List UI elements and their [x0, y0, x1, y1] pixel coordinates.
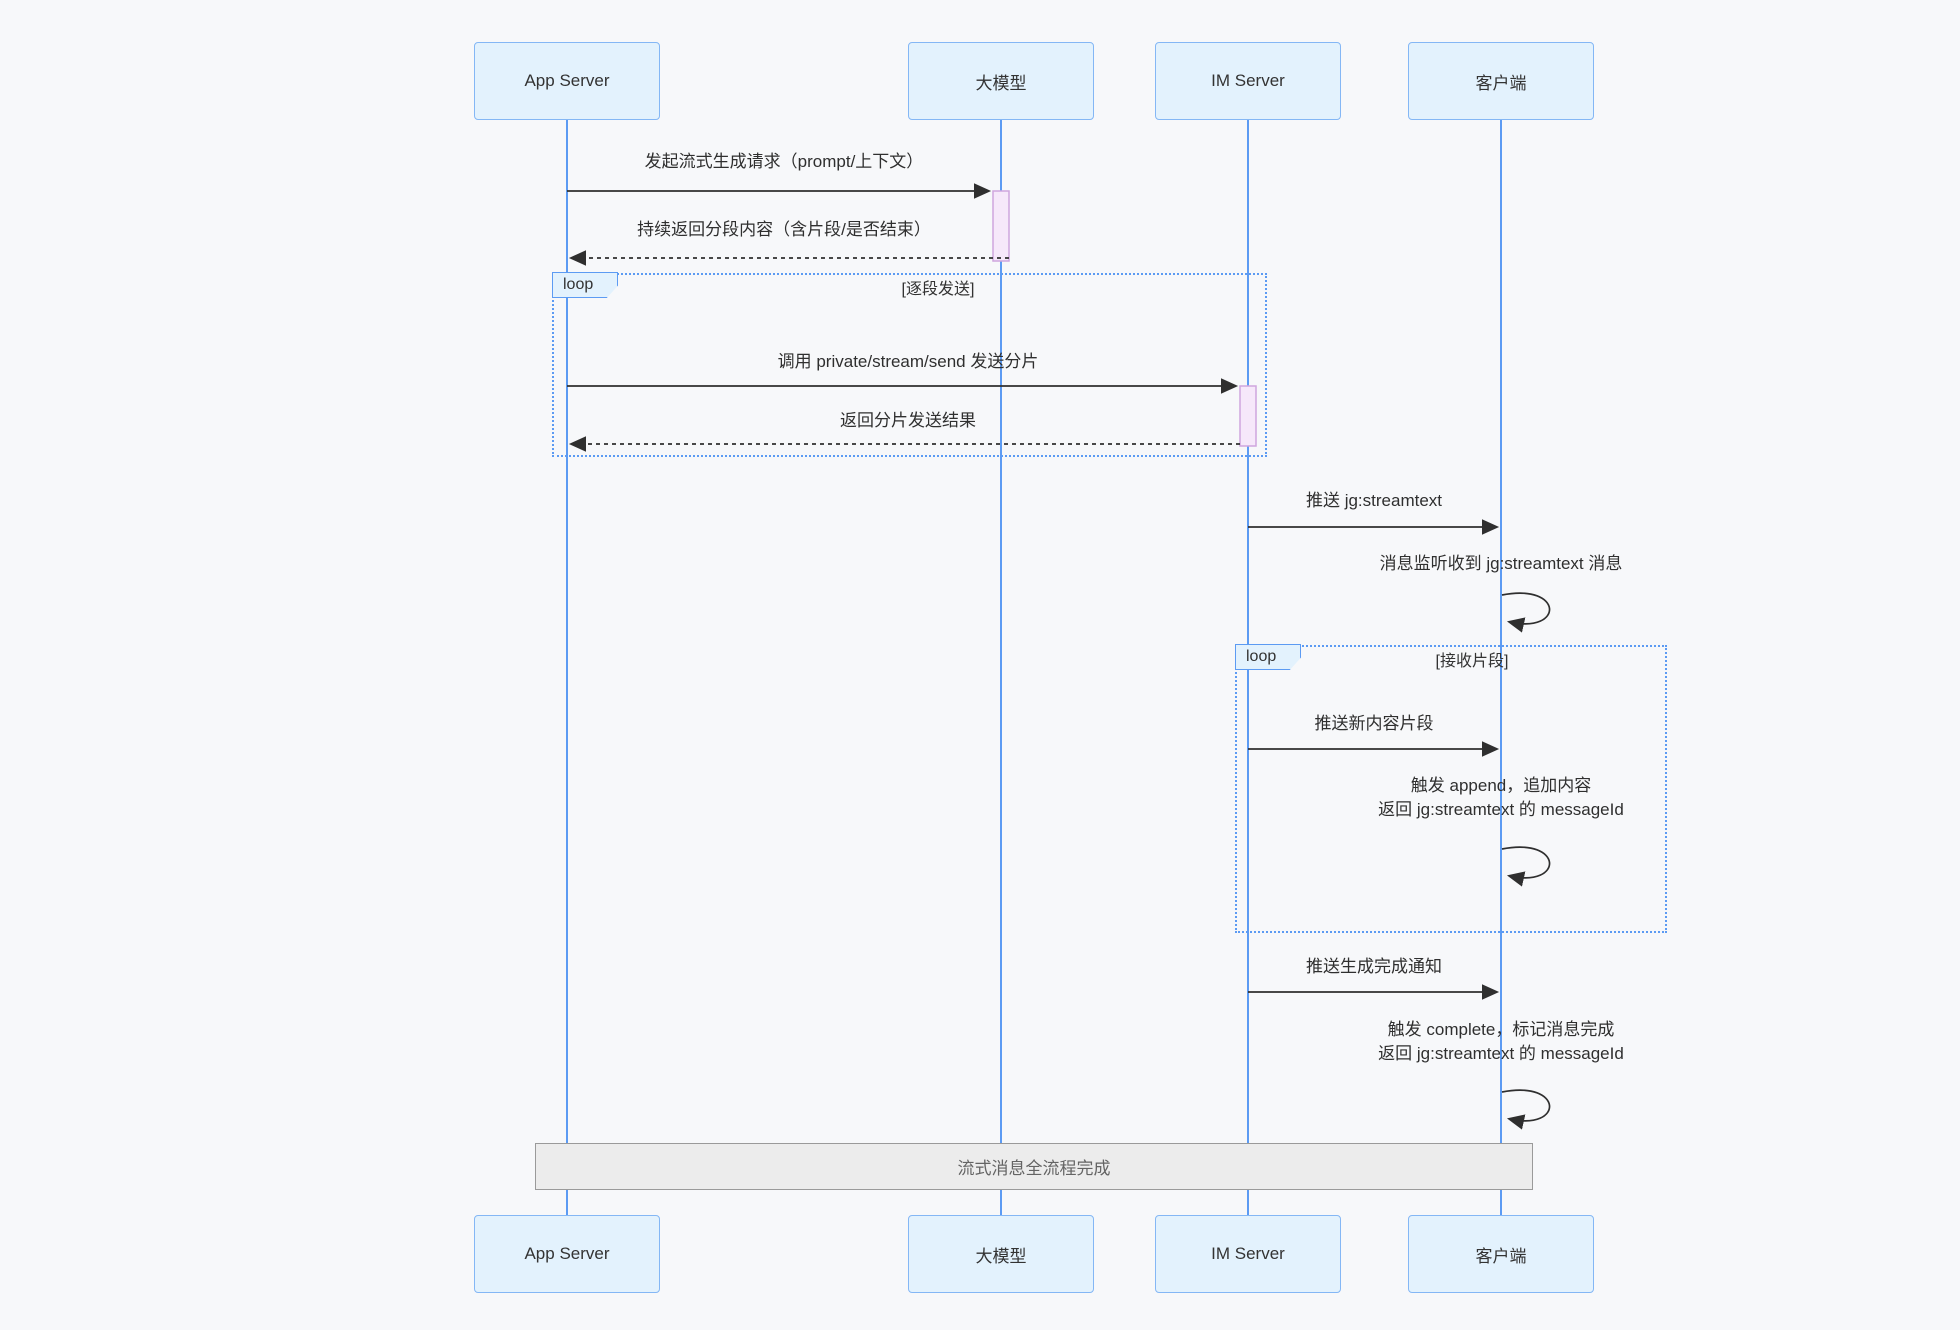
participant-app-server-top: App Server [474, 42, 660, 120]
participant-llm-bottom: 大模型 [908, 1215, 1094, 1293]
participant-im-server-top: IM Server [1155, 42, 1341, 120]
message-trigger-complete: 触发 complete，标记消息完成 返回 jg:streamtext 的 me… [1378, 1018, 1624, 1066]
message-call-stream-send: 调用 private/stream/send 发送分片 [777, 352, 1039, 371]
participant-client-top: 客户端 [1408, 42, 1594, 120]
message-trigger-complete-line1: 触发 complete，标记消息完成 [1387, 1020, 1615, 1039]
loop-condition-send-segments: [逐段发送] [901, 281, 975, 298]
self-arrow-m8 [1501, 846, 1551, 887]
message-return-send-result: 返回分片发送结果 [840, 411, 976, 430]
self-arrow-m6 [1501, 592, 1551, 633]
loop-label-receive-fragments: loop [1235, 644, 1301, 670]
message-listener-received: 消息监听收到 jg:streamtext 消息 [1379, 554, 1623, 573]
message-trigger-append-line1: 触发 append，追加内容 [1410, 776, 1592, 795]
loop-condition-receive-fragments: [接收片段] [1435, 653, 1509, 670]
participant-app-server-bottom: App Server [474, 1215, 660, 1293]
activation-llm [992, 190, 1010, 262]
self-arrow-m10 [1501, 1089, 1551, 1130]
message-push-new-fragment: 推送新内容片段 [1314, 714, 1434, 733]
loop-frame-receive-fragments [1235, 645, 1667, 933]
participant-client-bottom: 客户端 [1408, 1215, 1594, 1293]
activation-im-server [1239, 385, 1257, 447]
message-trigger-append-line2: 返回 jg:streamtext 的 messageId [1378, 800, 1624, 819]
loop-label-send-segments: loop [552, 272, 618, 298]
message-trigger-complete-line2: 返回 jg:streamtext 的 messageId [1378, 1044, 1624, 1063]
message-push-complete-notice: 推送生成完成通知 [1306, 957, 1442, 976]
note-flow-complete: 流式消息全流程完成 [535, 1143, 1533, 1190]
message-return-segments: 持续返回分段内容（含片段/是否结束） [637, 220, 931, 239]
participant-llm-top: 大模型 [908, 42, 1094, 120]
message-start-stream-request: 发起流式生成请求（prompt/上下文） [644, 152, 924, 171]
message-trigger-append: 触发 append，追加内容 返回 jg:streamtext 的 messag… [1378, 774, 1624, 822]
message-push-streamtext: 推送 jg:streamtext [1305, 491, 1443, 510]
participant-im-server-bottom: IM Server [1155, 1215, 1341, 1293]
loop-frame-send-segments [552, 273, 1267, 457]
